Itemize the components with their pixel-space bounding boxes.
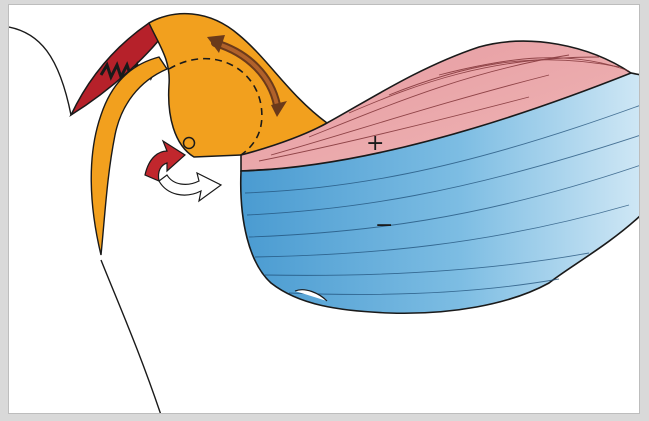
curved-motion-arrow — [145, 141, 185, 181]
illustration — [9, 5, 640, 414]
negative-sign-label: − — [375, 215, 393, 237]
outer-contour-line — [9, 27, 71, 115]
lower-contour-line — [101, 260, 161, 414]
positive-sign-label: + — [366, 133, 384, 155]
curved-motion-arrow-tail — [159, 173, 221, 201]
diagram-frame: + − — [8, 4, 640, 414]
